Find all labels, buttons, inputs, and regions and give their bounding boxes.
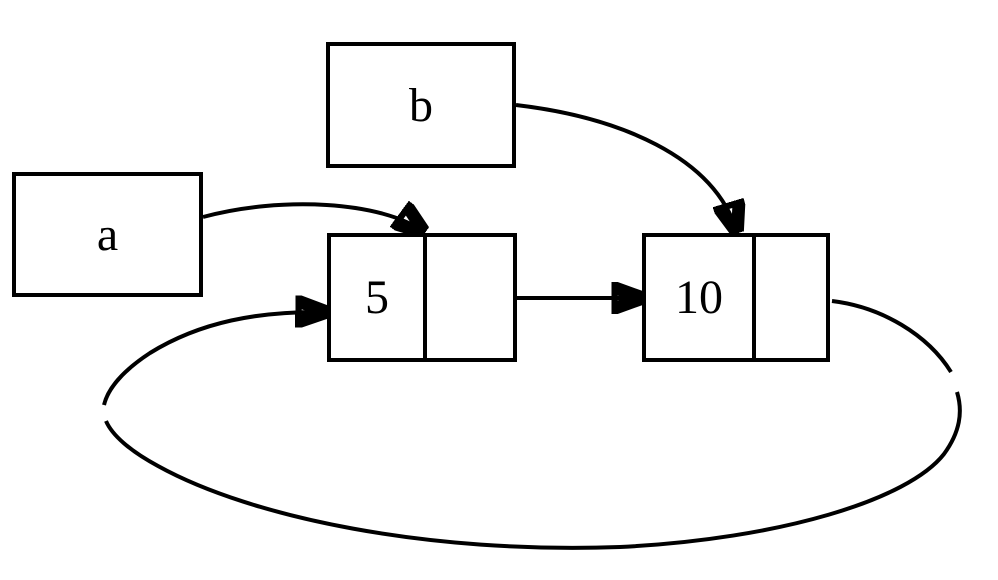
variable-a-label: a — [96, 208, 119, 261]
cons-cell-10-cdr-field — [756, 237, 826, 358]
cons-cell-10-car-field: 10 — [646, 237, 756, 358]
cons-cell-5-cdr-field — [427, 237, 513, 358]
cons-cell-10-value: 10 — [675, 271, 723, 324]
edge-b-to-cell10 — [515, 103, 737, 232]
cons-cell-10: 10 — [642, 233, 830, 362]
variable-b-label: b — [409, 78, 433, 132]
variable-box-a: a — [12, 172, 203, 297]
cons-cell-5: 5 — [327, 233, 517, 362]
cons-cell-5-value: 5 — [365, 271, 389, 324]
edge-cell10-loop-segment-left — [102, 312, 326, 406]
variable-box-b: b — [326, 42, 516, 168]
edge-a-to-cell5 — [202, 204, 424, 232]
edge-cell10-loop-segment-right — [831, 299, 953, 374]
cons-cell-5-car-field: 5 — [331, 237, 427, 358]
edge-cell10-loop-segment-bottom — [104, 391, 962, 550]
